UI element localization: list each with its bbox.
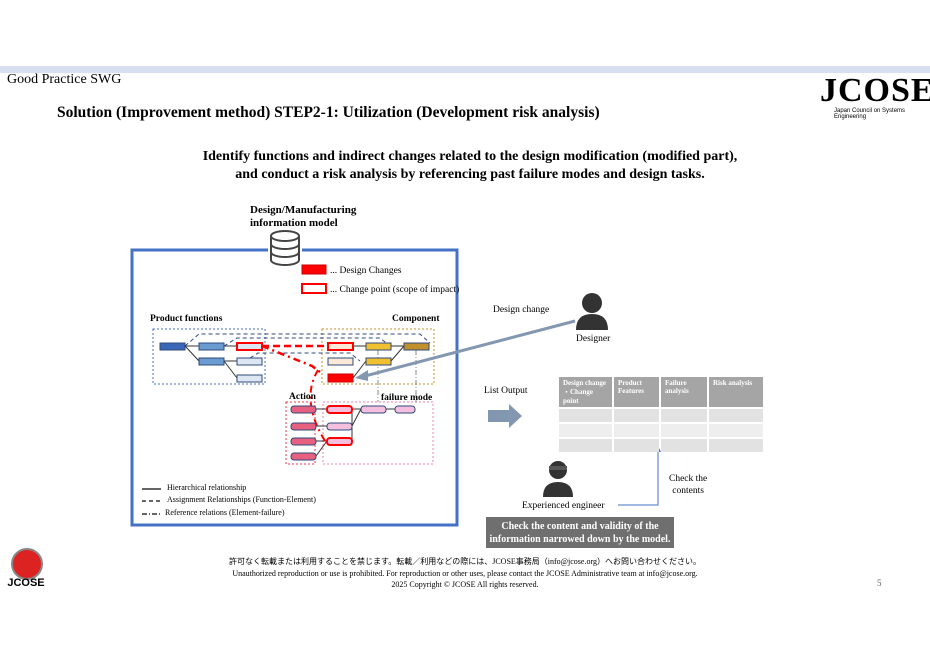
component-node — [403, 342, 430, 351]
failure-change-point — [326, 437, 353, 446]
page-subtitle: Identify functions and indirect changes … — [202, 149, 738, 182]
page-number: 5 — [877, 578, 882, 588]
failure-change-point — [326, 405, 353, 414]
function-node — [198, 342, 225, 351]
component-node — [365, 357, 392, 366]
legend-reference: Reference relations (Element-failure) — [165, 508, 285, 517]
org-label: Good Practice SWG — [7, 72, 122, 87]
legend-design-changes: ... Design Changes — [330, 266, 402, 276]
failure-node — [394, 405, 416, 414]
jcose-badge-logo: JCOSE — [2, 546, 50, 590]
legend-hierarchical: Hierarchical relationship — [167, 483, 247, 492]
function-node — [236, 374, 263, 383]
list-output-arrow — [488, 404, 522, 428]
design-change-label: Design change — [493, 305, 550, 315]
legend-assignment: Assignment Relationships (Function-Eleme… — [167, 495, 316, 504]
design-change-arrow — [364, 319, 576, 378]
action-label: Action — [289, 392, 316, 402]
output-table: Design change ・Change point Product Feat… — [557, 375, 765, 454]
function-node — [159, 342, 186, 351]
top-band — [0, 66, 930, 73]
database-icon — [268, 230, 302, 266]
component-design-change — [327, 373, 354, 383]
page-title: Solution (Improvement method) STEP2-1: U… — [57, 104, 600, 121]
failure-node — [326, 422, 353, 431]
engineer-label: Experienced engineer — [522, 501, 605, 511]
table-row — [559, 424, 763, 437]
failure-mode-label: failure mode — [381, 393, 433, 403]
action-node — [290, 437, 317, 446]
footer: 許可なく転載または利用することを禁じます。転載／利用などの際には、JCOSE事務… — [229, 557, 701, 589]
table-row — [559, 439, 763, 452]
failure-node — [360, 405, 387, 414]
designer-icon — [576, 293, 608, 330]
product-functions-label: Product functions — [150, 314, 223, 324]
function-node — [198, 357, 225, 366]
component-group — [321, 328, 435, 385]
check-arrow — [618, 452, 659, 506]
table-row — [559, 409, 763, 422]
list-output-label: List Output — [484, 386, 528, 396]
action-group — [285, 401, 316, 465]
component-node — [327, 357, 354, 366]
function-change-point — [236, 342, 263, 351]
action-node — [290, 452, 317, 461]
component-change-point — [327, 342, 354, 351]
legend-change-point-swatch — [301, 283, 327, 294]
jcose-logo: JCOSE Japan Council on Systems Engineeri… — [820, 72, 930, 121]
legend-design-change-swatch — [301, 264, 327, 275]
component-node — [365, 342, 392, 351]
experienced-engineer-icon — [543, 461, 573, 497]
component-label: Component — [392, 314, 440, 324]
action-node — [290, 405, 317, 414]
legend-change-point: ... Change point (scope of impact) — [330, 285, 460, 295]
product-functions-group — [152, 328, 266, 385]
function-node — [236, 357, 263, 366]
designer-label: Designer — [576, 334, 611, 344]
action-node — [290, 422, 317, 431]
failure-mode-group — [322, 401, 434, 465]
